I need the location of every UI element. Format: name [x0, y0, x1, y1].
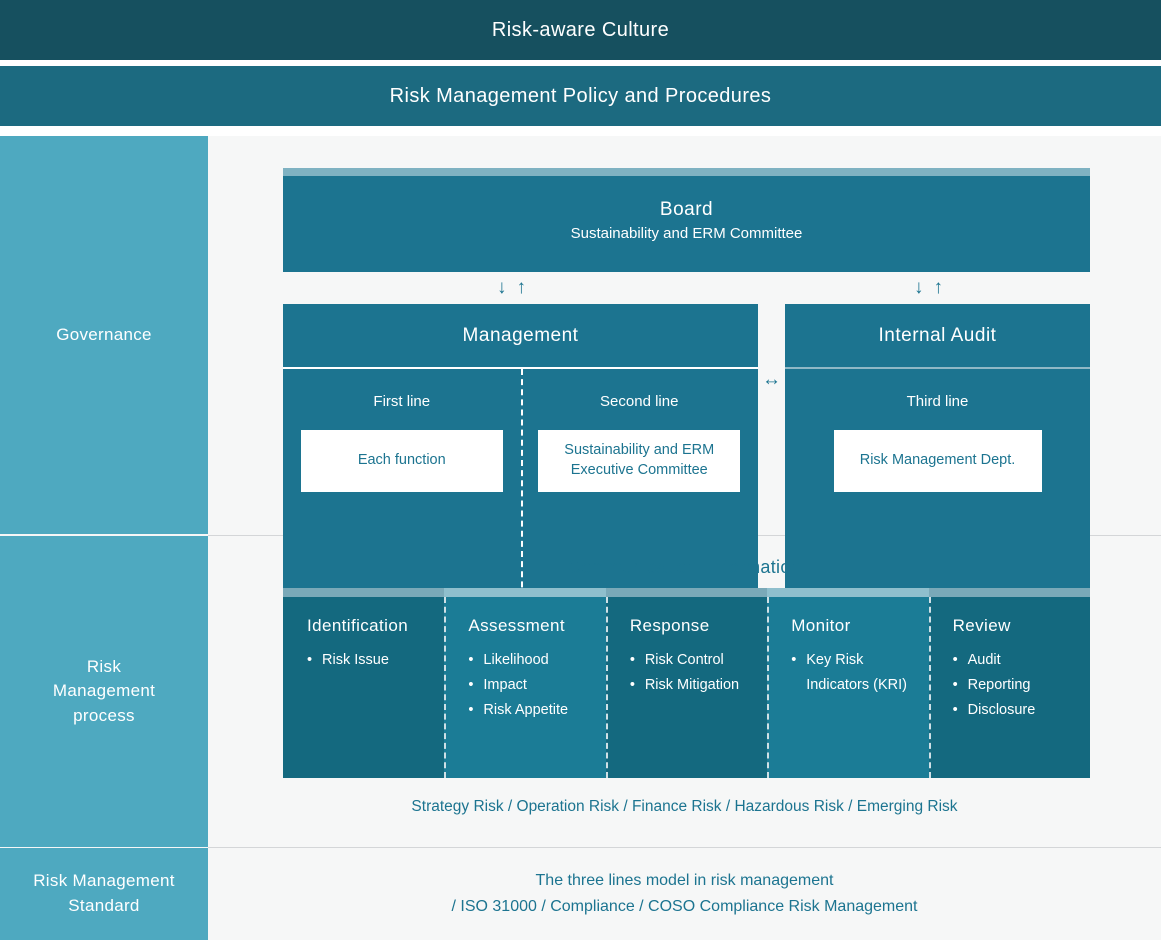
sustainability-erm-exec-committee-label: Sustainability and ERM Executive Committ… — [564, 442, 715, 478]
sidebar-label-risk-management-process: Risk Management process — [0, 536, 208, 847]
process-column-title: Identification — [307, 616, 409, 635]
process-column-identification: Identification Risk Issue — [283, 588, 445, 778]
process-column-items: Key Risk Indicators (KRI) — [791, 648, 928, 698]
sidebar-label-governance: Governance — [0, 136, 208, 534]
lane-second-line: Second line Sustainability and ERM Execu… — [520, 369, 759, 656]
lane-second-line-label: Second line — [600, 393, 679, 410]
sidebar-process-line1: Risk — [86, 656, 122, 676]
arrow-down-icon: ↓ — [914, 277, 924, 298]
process-column-items: Risk Issue — [307, 648, 444, 673]
sidebar-process-line2: Management — [52, 681, 156, 701]
each-function-label: Each function — [357, 452, 446, 469]
internal-audit-head-divider — [785, 367, 1090, 369]
governance-content: Board Sustainability and ERM Committee ↓… — [208, 136, 1161, 656]
standard-line1: The three lines model in risk management — [535, 871, 834, 889]
list-item: Risk Issue — [307, 648, 440, 673]
sidebar-standard-line2: Standard — [68, 896, 140, 915]
arrow-up-icon: ↑ — [933, 277, 944, 298]
arrow-left-right-icon: ↔ — [762, 369, 781, 390]
banner-risk-aware-culture: Risk-aware Culture — [0, 0, 1161, 60]
lane-first-line-box: Each function — [300, 430, 503, 492]
list-item: Risk Appetite — [468, 698, 601, 723]
lane-third-line: Third line Risk Management Dept. — [785, 369, 1090, 656]
column-accent-bar — [767, 588, 929, 597]
management-head-divider — [283, 367, 758, 369]
internal-audit-title: Internal Audit — [878, 324, 997, 346]
list-item: Likelihood — [468, 648, 601, 673]
communication-information-label: Communication, Information — [568, 557, 801, 577]
management-title: Management — [462, 324, 579, 346]
process-column-review: Review Audit Reporting Disclosure — [928, 588, 1091, 778]
board-box: Board Sustainability and ERM Committee — [283, 168, 1090, 272]
divider-process-standard — [208, 847, 1161, 848]
process-column-items: Risk Control Risk Mitigation — [630, 648, 767, 698]
sidebar-standard-line1: Risk Management — [33, 871, 175, 891]
standard-line2: / ISO 31000 / Compliance / COSO Complian… — [451, 898, 918, 915]
arrow-down-icon: ↓ — [497, 277, 507, 298]
process-column-title: Response — [629, 616, 710, 635]
arrows-board-management: ↓ ↑ — [497, 278, 526, 297]
sidebar-governance-text: Governance — [56, 324, 152, 344]
risk-management-standard-content: The three lines model in risk management… — [208, 848, 1161, 940]
list-item: Audit — [953, 648, 1086, 673]
list-item: Key Risk Indicators (KRI) — [791, 648, 924, 698]
column-accent-bar — [283, 588, 445, 597]
list-item: Risk Control — [630, 648, 763, 673]
banner-policy-label: Risk Management Policy and Procedures — [389, 84, 772, 107]
lane-third-line-label: Third line — [906, 393, 969, 410]
process-column-assessment: Assessment Likelihood Impact Risk Appeti… — [444, 588, 606, 778]
banner-culture-label: Risk-aware Culture — [491, 18, 670, 41]
risk-management-dept-label: Risk Management Dept. — [859, 452, 1016, 469]
board-title: Board — [659, 198, 714, 220]
process-column-title: Assessment — [468, 616, 565, 635]
arrow-up-icon: ↑ — [516, 277, 527, 298]
internal-audit-lanes: Third line Risk Management Dept. — [785, 369, 1090, 656]
lane-second-line-box: Sustainability and ERM Executive Committ… — [538, 430, 741, 492]
lane-third-line-box: Risk Management Dept. — [833, 430, 1042, 492]
lane-first-line-label: First line — [373, 393, 431, 410]
process-columns: Identification Risk Issue Assessment Lik… — [283, 588, 1091, 778]
list-item: Risk Mitigation — [630, 673, 763, 698]
banner-risk-management-policy: Risk Management Policy and Procedures — [0, 66, 1161, 126]
management-lanes: First line Each function Second line Sus… — [283, 369, 758, 656]
process-column-response: Response Risk Control Risk Mitigation — [605, 588, 768, 778]
list-item: Impact — [468, 673, 601, 698]
arrows-board-internal-audit: ↓ ↑ — [914, 278, 943, 297]
list-item: Disclosure — [953, 698, 1086, 723]
column-accent-bar — [928, 588, 1091, 597]
process-column-items: Likelihood Impact Risk Appetite — [468, 648, 605, 723]
column-accent-bar — [605, 588, 768, 597]
process-column-title: Monitor — [791, 616, 851, 635]
sidebar-process-line3: process — [73, 705, 135, 725]
board-accent-bar — [283, 168, 1090, 176]
process-column-title: Review — [952, 616, 1011, 635]
process-column-items: Audit Reporting Disclosure — [953, 648, 1090, 723]
sidebar-label-risk-management-standard: Risk Management Standard — [0, 848, 208, 940]
diagram-body: Governance Risk Management process Risk … — [0, 136, 1161, 940]
risk-types-label: Strategy Risk / Operation Risk / Finance… — [411, 798, 958, 815]
list-item: Reporting — [953, 673, 1086, 698]
board-subtitle: Sustainability and ERM Committee — [570, 224, 803, 242]
column-accent-bar — [444, 588, 606, 597]
lane-first-line: First line Each function — [283, 369, 521, 656]
sidebar-process-text: Risk Management process — [53, 655, 155, 729]
sidebar-standard-text: Risk Management Standard — [33, 869, 175, 918]
risk-management-process-content: Communication, Information Identificatio… — [208, 536, 1161, 847]
process-column-monitor: Monitor Key Risk Indicators (KRI) — [767, 588, 929, 778]
